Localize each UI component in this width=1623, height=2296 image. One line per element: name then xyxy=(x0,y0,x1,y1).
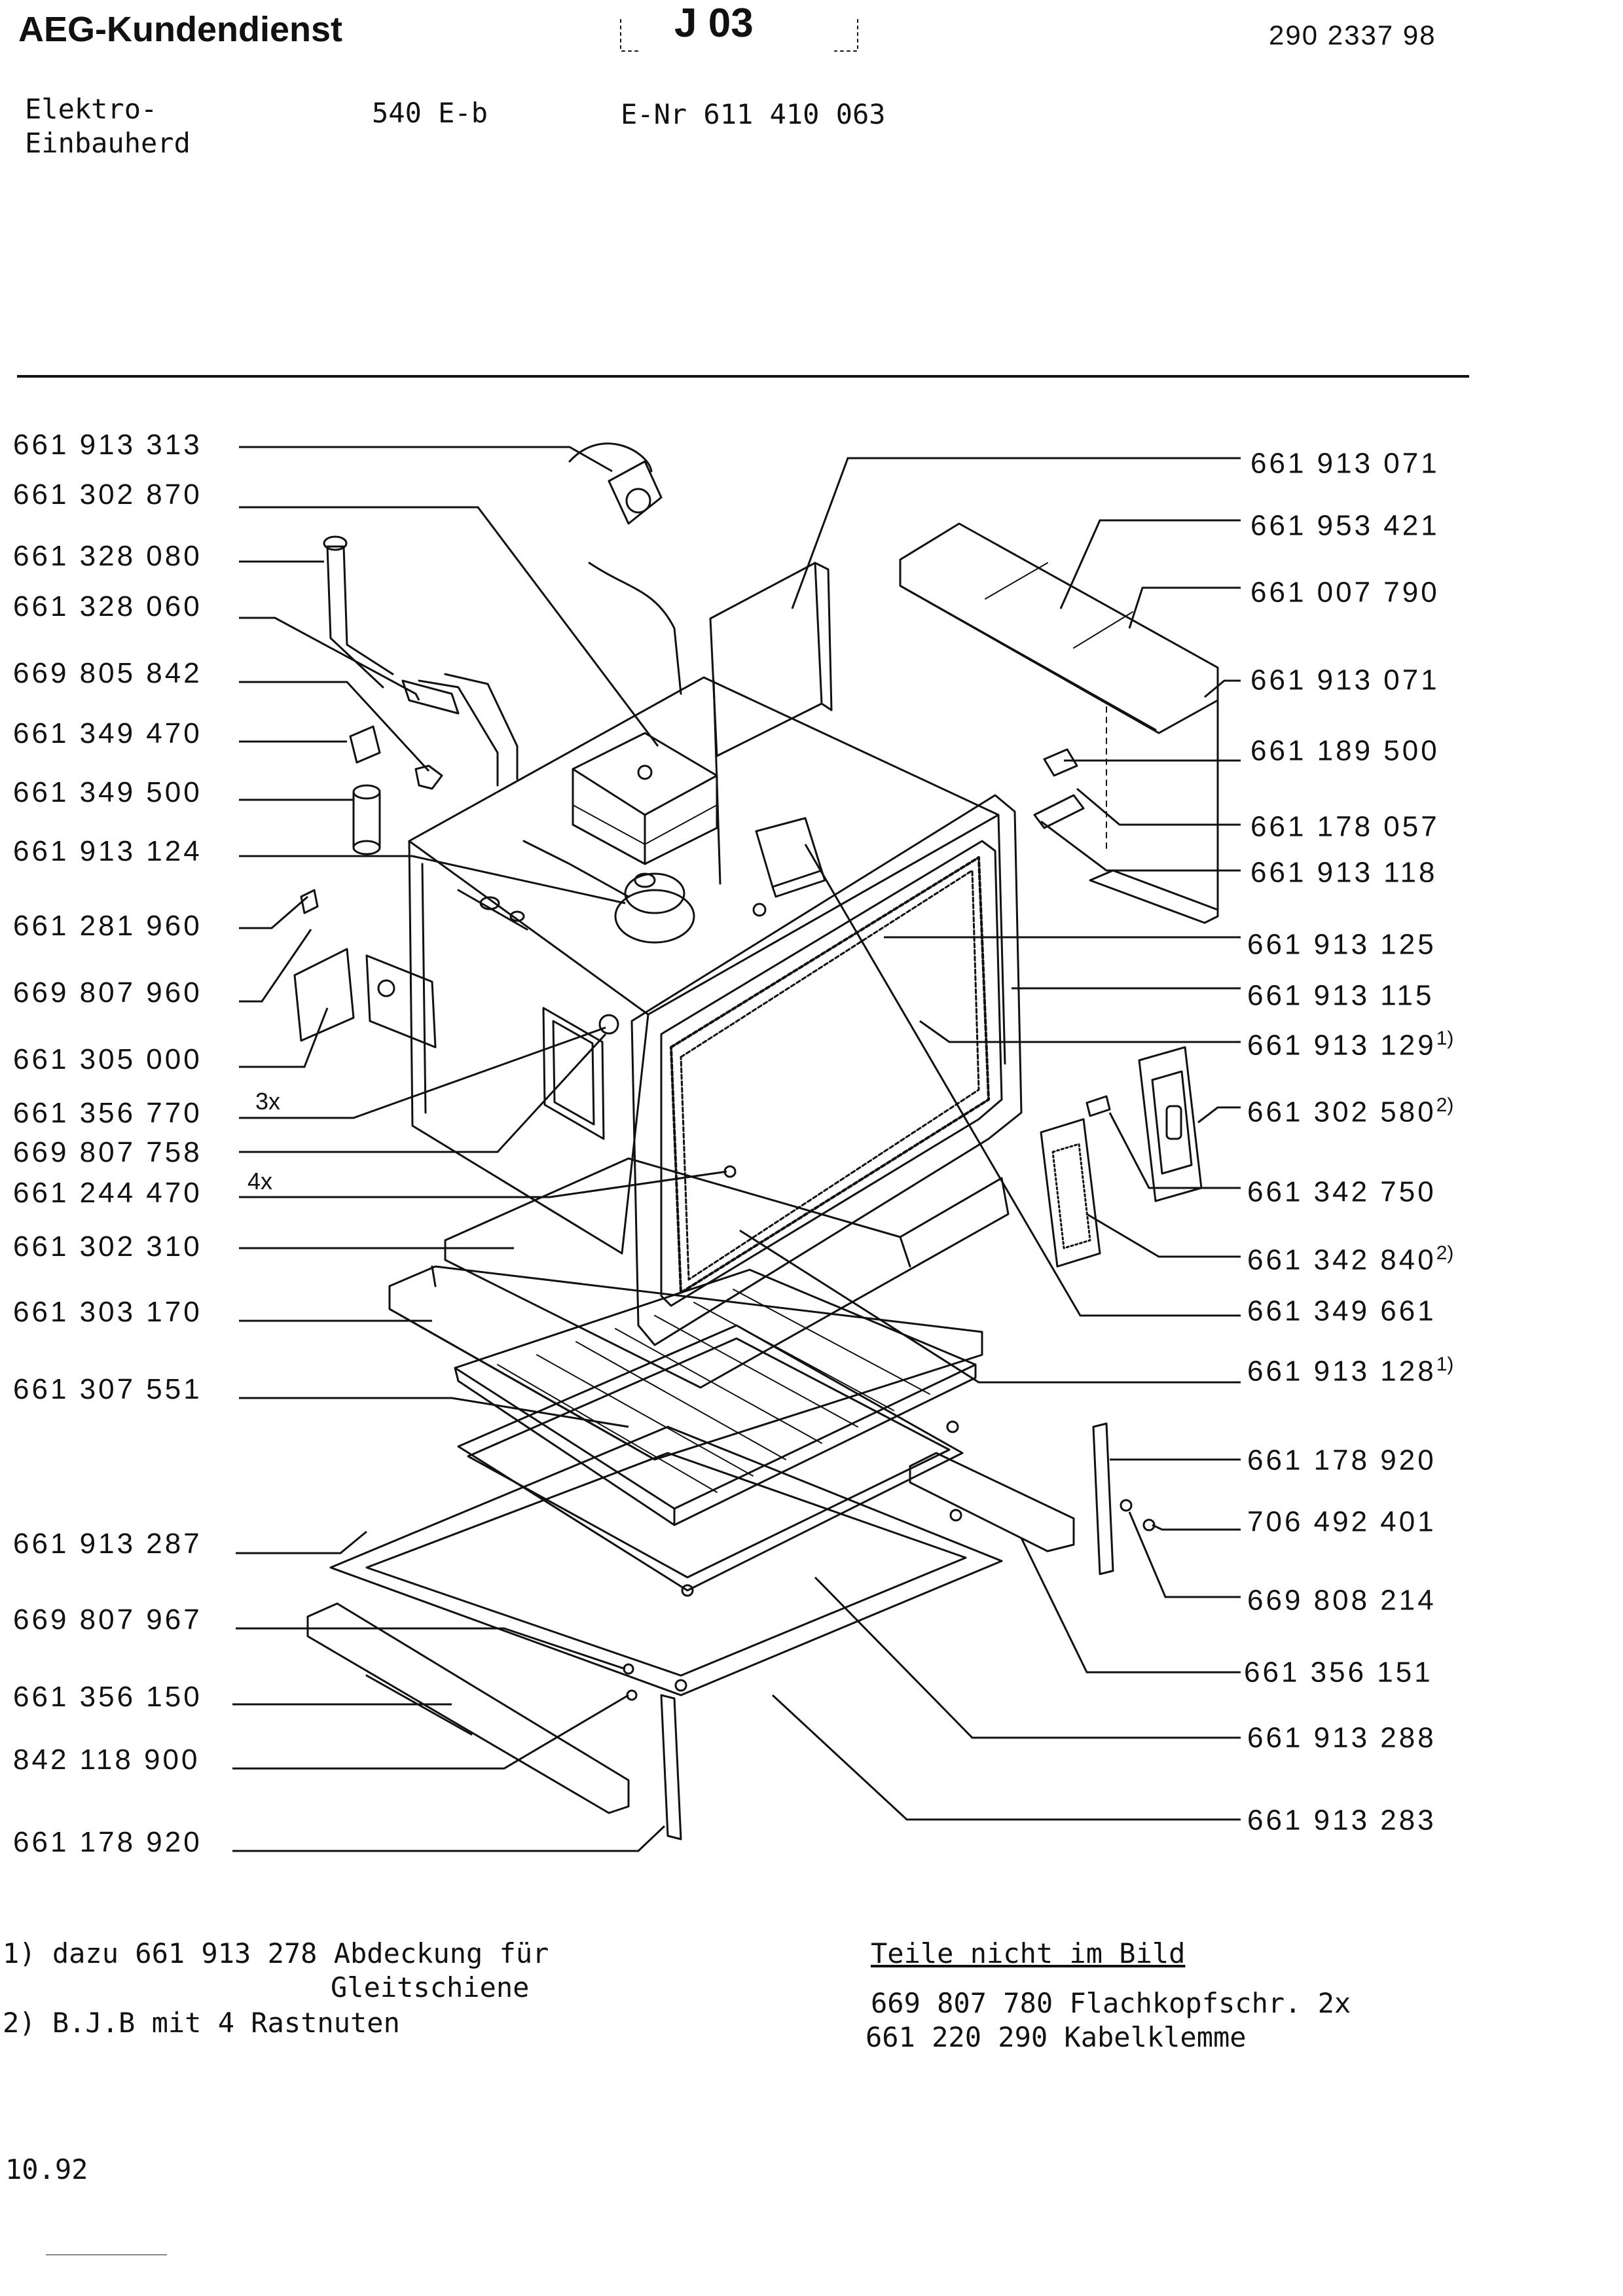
part-label-right-18: 669 808 214 xyxy=(1247,1584,1436,1617)
lamp-housing xyxy=(1138,1046,1203,1202)
part-label-left-12: 661 356 770 xyxy=(13,1097,202,1129)
not-in-picture-heading: Teile nicht im Bild xyxy=(871,1937,1186,1969)
storage-drawer xyxy=(388,1265,983,1461)
part-label-right-13: 661 342 8402) xyxy=(1247,1242,1454,1276)
oven-front-frame xyxy=(630,794,1023,1346)
insulation-panel-rear xyxy=(709,562,833,757)
oven-floor xyxy=(444,1157,1010,1389)
part-label-left-16: 661 303 170 xyxy=(13,1296,202,1328)
quantity-4x: 4x xyxy=(247,1168,273,1194)
part-label-left-9: 661 281 960 xyxy=(13,910,202,942)
part-label-right-9: 661 913 115 xyxy=(1247,979,1434,1012)
footnote-1-line2: Gleitschiene xyxy=(331,1971,530,2003)
part-label-left-11: 661 305 000 xyxy=(13,1043,202,1075)
part-label-right-1: 661 913 071 xyxy=(1250,447,1440,480)
part-label-left-3: 661 328 080 xyxy=(13,540,202,572)
slide-rail-right xyxy=(909,1452,1075,1552)
part-label-left-4: 661 328 060 xyxy=(13,590,202,622)
part-label-left-8: 661 913 124 xyxy=(13,835,202,867)
grommet xyxy=(598,1014,619,1035)
oven-housing xyxy=(408,676,1006,1255)
part-label-right-19: 661 356 151 xyxy=(1244,1656,1433,1689)
part-label-right-16: 661 178 920 xyxy=(1247,1444,1436,1477)
part-label-left-13: 669 807 758 xyxy=(13,1136,202,1168)
part-label-right-5: 661 189 500 xyxy=(1250,734,1440,767)
part-label-right-6: 661 178 057 xyxy=(1250,810,1440,843)
cable-sleeve xyxy=(401,679,460,715)
part-label-left-14: 661 244 470 xyxy=(13,1177,202,1209)
brand-title: AEG-Kundendienst xyxy=(18,10,342,49)
part-label-right-3: 661 007 790 xyxy=(1250,576,1440,609)
scan-mark xyxy=(46,2254,167,2255)
small-fastener xyxy=(300,889,319,914)
quantity-3x: 3x xyxy=(255,1088,281,1115)
thermostat-box xyxy=(572,732,718,865)
part-label-left-7: 661 349 500 xyxy=(13,776,202,808)
part-label-left-5: 669 805 842 xyxy=(13,657,202,689)
part-label-left-21: 842 118 900 xyxy=(13,1744,200,1776)
motor xyxy=(568,442,682,695)
wire-shelf xyxy=(454,1268,977,1526)
sheet-code: J 03 xyxy=(674,1,754,46)
lamp-socket xyxy=(1085,1095,1111,1117)
door-switch xyxy=(1043,748,1078,777)
part-label-left-2: 661 302 870 xyxy=(13,478,202,511)
part-label-left-20: 661 356 150 xyxy=(13,1681,202,1713)
part-label-right-20: 661 913 288 xyxy=(1247,1721,1436,1754)
cable-tube xyxy=(323,535,519,787)
appliance-type-line1: Elektro- xyxy=(25,93,158,125)
part-label-left-19: 669 807 967 xyxy=(13,1604,202,1636)
part-label-left-18: 661 913 287 xyxy=(13,1528,202,1560)
part-label-right-10: 661 913 1291) xyxy=(1247,1028,1454,1062)
terminal-block xyxy=(755,817,826,898)
fan-motor xyxy=(614,872,695,944)
lamp-glass xyxy=(1040,1118,1101,1268)
small-screw-top xyxy=(752,903,767,917)
capacitor xyxy=(352,784,381,855)
cover-plate xyxy=(365,954,437,1049)
part-label-left-22: 661 178 920 xyxy=(13,1826,202,1858)
issue-date: 10.92 xyxy=(5,2153,88,2185)
rail-strip-right xyxy=(1092,1422,1114,1575)
part-label-right-17: 706 492 401 xyxy=(1247,1505,1436,1538)
part-label-left-15: 661 302 310 xyxy=(13,1230,202,1263)
cable-clamp xyxy=(349,725,381,764)
header-rule xyxy=(17,375,1469,378)
part-label-left-17: 661 307 551 xyxy=(13,1373,202,1405)
part-label-right-15: 661 913 1281) xyxy=(1247,1354,1454,1388)
part-label-right-21: 661 913 283 xyxy=(1247,1804,1436,1837)
document-number: 290 2337 98 xyxy=(1269,20,1436,50)
footnote-1-line1: 1) dazu 661 913 278 Abdeckung für xyxy=(3,1937,549,1969)
baking-tray xyxy=(457,1324,964,1597)
part-label-left-10: 669 807 960 xyxy=(13,977,202,1009)
part-label-right-11: 661 302 5802) xyxy=(1247,1094,1454,1128)
connector-piece xyxy=(414,764,443,790)
screw-part xyxy=(1120,1499,1133,1512)
contact-part xyxy=(1033,794,1085,829)
part-label-right-8: 661 913 125 xyxy=(1247,928,1436,961)
part-label-right-2: 661 953 421 xyxy=(1250,509,1440,542)
footnote-2: 2) B.J.B mit 4 Rastnuten xyxy=(3,2007,400,2039)
part-label-right-12: 661 342 750 xyxy=(1247,1175,1436,1208)
part-label-left-6: 661 349 470 xyxy=(13,717,202,749)
part-label-right-4: 661 913 071 xyxy=(1250,664,1440,696)
door-frame xyxy=(329,1426,1003,1696)
slide-rail-left xyxy=(306,1602,630,1814)
small-screw xyxy=(623,1663,634,1675)
part-label-left-1: 661 913 313 xyxy=(13,429,202,461)
appliance-model: 540 E-b xyxy=(372,97,488,129)
not-in-picture-item-1: 669 807 780 Flachkopfschr. 2x xyxy=(871,1987,1351,2019)
leader-lines xyxy=(232,446,1241,1852)
part-label-right-14: 661 349 661 xyxy=(1247,1295,1436,1327)
appliance-e-number: E-Nr 611 410 063 xyxy=(621,98,886,130)
small-clip xyxy=(626,1689,638,1701)
rail-strip-left xyxy=(660,1694,682,1840)
not-in-picture-item-2: 661 220 290 Kabelklemme xyxy=(866,2021,1247,2053)
appliance-type-line2: Einbauherd xyxy=(25,127,191,159)
part-label-right-7: 661 913 118 xyxy=(1250,856,1438,889)
insulation-blanket xyxy=(899,522,1219,924)
mounting-bracket xyxy=(293,948,355,1042)
